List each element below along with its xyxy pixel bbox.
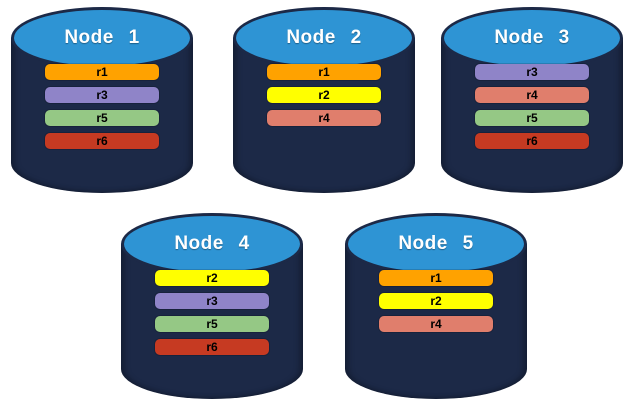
replica-bar-r5: r5 <box>155 316 269 332</box>
replica-bar-r2: r2 <box>379 293 493 309</box>
replica-bar-r4: r4 <box>475 87 589 103</box>
replica-bar-list: r1 r2 r4 <box>345 270 527 332</box>
replica-bar-r3: r3 <box>155 293 269 309</box>
node-3-label: Node 3 <box>494 27 570 48</box>
replica-bar-r6: r6 <box>475 133 589 149</box>
cylinder-top-ellipse: Node 5 <box>345 213 527 275</box>
replica-bar-list: r3 r4 r5 r6 <box>441 64 623 149</box>
node-1-database-cylinder: Node 1 r1 r3 r5 r6 <box>11 7 193 193</box>
node-5-database-cylinder: Node 5 r1 r2 r4 <box>345 213 527 399</box>
replica-bar-r2: r2 <box>155 270 269 286</box>
node-1-label: Node 1 <box>64 27 140 48</box>
replica-bar-r1: r1 <box>379 270 493 286</box>
node-5-label: Node 5 <box>398 233 474 254</box>
cylinder-top-ellipse: Node 4 <box>121 213 303 275</box>
replica-bar-list: r1 r3 r5 r6 <box>11 64 193 149</box>
node-2-database-cylinder: Node 2 r1 r2 r4 <box>233 7 415 193</box>
node-4-database-cylinder: Node 4 r2 r3 r5 r6 <box>121 213 303 399</box>
replica-bar-r4: r4 <box>379 316 493 332</box>
replica-bar-list: r1 r2 r4 <box>233 64 415 126</box>
replica-bar-r5: r5 <box>475 110 589 126</box>
replica-bar-r5: r5 <box>45 110 159 126</box>
cylinder-top-ellipse: Node 2 <box>233 7 415 69</box>
replica-bar-r2: r2 <box>267 87 381 103</box>
replica-bar-r6: r6 <box>155 339 269 355</box>
replica-bar-r3: r3 <box>475 64 589 80</box>
replica-bar-r6: r6 <box>45 133 159 149</box>
node-2-label: Node 2 <box>286 27 362 48</box>
node-3-database-cylinder: Node 3 r3 r4 r5 r6 <box>441 7 623 193</box>
replica-bar-r1: r1 <box>267 64 381 80</box>
replica-bar-r1: r1 <box>45 64 159 80</box>
replica-bar-r4: r4 <box>267 110 381 126</box>
replica-bar-r3: r3 <box>45 87 159 103</box>
node-4-label: Node 4 <box>174 233 250 254</box>
cylinder-top-ellipse: Node 1 <box>11 7 193 69</box>
replica-bar-list: r2 r3 r5 r6 <box>121 270 303 355</box>
cylinder-top-ellipse: Node 3 <box>441 7 623 69</box>
